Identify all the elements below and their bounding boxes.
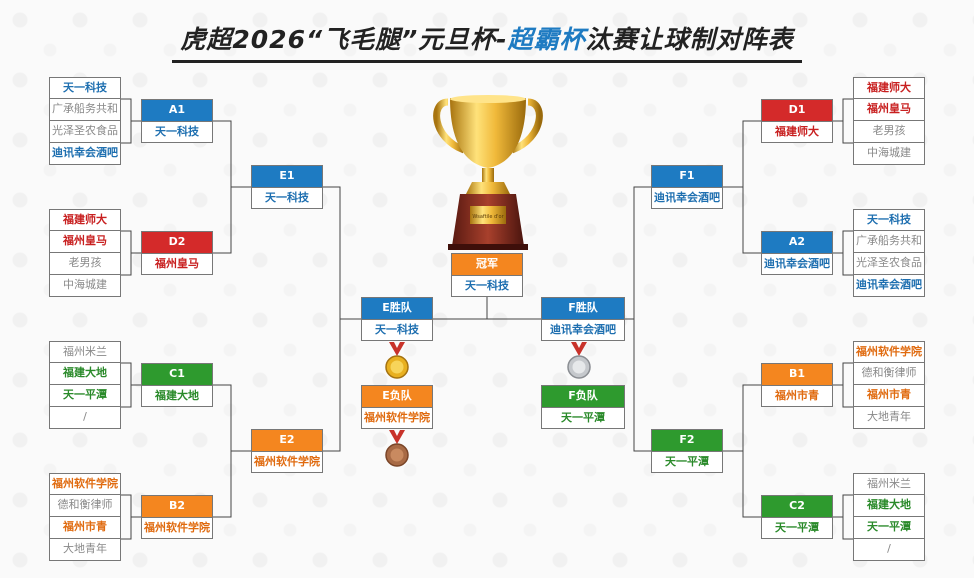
team-cell: 迪讯幸会酒吧 xyxy=(49,143,121,165)
trophy-icon: Wsaftile d'or xyxy=(433,95,543,250)
team-cell: 福州皇马 xyxy=(853,99,925,121)
team-cell: 天一平潭 xyxy=(853,517,925,539)
e-loser-label: E负队 xyxy=(361,385,433,407)
match-label-e1: E1 xyxy=(251,165,323,187)
e-winner-team: 天一科技 xyxy=(361,319,433,341)
match-label-e2: E2 xyxy=(251,429,323,451)
team-cell: 大地青年 xyxy=(49,539,121,561)
match-winner-b1: 福州市青 xyxy=(761,385,833,407)
match-winner-c2: 天一平潭 xyxy=(761,517,833,539)
match-label-b1: B1 xyxy=(761,363,833,385)
champion-team: 天一科技 xyxy=(451,275,523,297)
match-winner-a2: 迪讯幸会酒吧 xyxy=(761,253,833,275)
team-cell: 福建师大 xyxy=(49,209,121,231)
match-winner-a1: 天一科技 xyxy=(141,121,213,143)
team-cell: 天一科技 xyxy=(853,209,925,231)
match-winner-e1: 天一科技 xyxy=(251,187,323,209)
team-cell: 福建大地 xyxy=(853,495,925,517)
title-text-1: 虎超2026“飞毛腿”元旦杯- xyxy=(180,25,508,54)
team-cell: 德和衡律师 xyxy=(49,495,121,517)
bronze-medal-icon xyxy=(385,430,409,467)
match-winner-c1: 福建大地 xyxy=(141,385,213,407)
title-text-highlight: 超霸杯 xyxy=(507,25,586,54)
team-cell: 光泽圣农食品 xyxy=(853,253,925,275)
team-cell: 广承船务共和 xyxy=(853,231,925,253)
f-winner-label: F胜队 xyxy=(541,297,625,319)
team-cell: 中海城建 xyxy=(49,275,121,297)
f-loser-label: F负队 xyxy=(541,385,625,407)
match-label-d2: D2 xyxy=(141,231,213,253)
team-cell: 迪讯幸会酒吧 xyxy=(853,275,925,297)
team-cell: 福州米兰 xyxy=(853,473,925,495)
team-cell: 福建师大 xyxy=(853,77,925,99)
match-winner-e2: 福州软件学院 xyxy=(251,451,323,473)
team-cell: 福州米兰 xyxy=(49,341,121,363)
team-cell: 福建大地 xyxy=(49,363,121,385)
team-cell: 天一科技 xyxy=(49,77,121,99)
team-cell: 福州软件学院 xyxy=(49,473,121,495)
match-winner-f2: 天一平潭 xyxy=(651,451,723,473)
title-text-2: 汰赛让球制对阵表 xyxy=(585,25,794,54)
team-cell: 老男孩 xyxy=(49,253,121,275)
silver-medal-icon xyxy=(567,342,591,379)
team-cell: 福州软件学院 xyxy=(853,341,925,363)
match-label-f1: F1 xyxy=(651,165,723,187)
match-label-a1: A1 xyxy=(141,99,213,121)
match-winner-d2: 福州皇马 xyxy=(141,253,213,275)
team-cell: 广承船务共和 xyxy=(49,99,121,121)
match-label-a2: A2 xyxy=(761,231,833,253)
trophy-plate-text: Wsaftile d'or xyxy=(472,214,504,220)
match-winner-b2: 福州软件学院 xyxy=(141,517,213,539)
team-cell: 大地青年 xyxy=(853,407,925,429)
match-label-b2: B2 xyxy=(141,495,213,517)
match-label-d1: D1 xyxy=(761,99,833,121)
e-loser-team: 福州软件学院 xyxy=(361,407,433,429)
team-cell: 福州市青 xyxy=(853,385,925,407)
champion-label: 冠军 xyxy=(451,253,523,275)
match-label-c2: C2 xyxy=(761,495,833,517)
f-winner-team: 迪讯幸会酒吧 xyxy=(541,319,625,341)
match-label-c1: C1 xyxy=(141,363,213,385)
title-underline: 虎超2026“飞毛腿”元旦杯-超霸杯汰赛让球制对阵表 xyxy=(172,14,802,63)
match-winner-d1: 福建师大 xyxy=(761,121,833,143)
e-winner-label: E胜队 xyxy=(361,297,433,319)
page-title: 虎超2026“飞毛腿”元旦杯-超霸杯汰赛让球制对阵表 xyxy=(0,14,974,64)
team-cell: 福州皇马 xyxy=(49,231,121,253)
team-cell: / xyxy=(853,539,925,561)
match-winner-f1: 迪讯幸会酒吧 xyxy=(651,187,723,209)
team-cell: 德和衡律师 xyxy=(853,363,925,385)
team-cell: 老男孩 xyxy=(853,121,925,143)
gold-medal-icon xyxy=(385,342,409,379)
team-cell: 天一平潭 xyxy=(49,385,121,407)
match-label-f2: F2 xyxy=(651,429,723,451)
team-cell: 光泽圣农食品 xyxy=(49,121,121,143)
team-cell: / xyxy=(49,407,121,429)
f-loser-team: 天一平潭 xyxy=(541,407,625,429)
team-cell: 福州市青 xyxy=(49,517,121,539)
team-cell: 中海城建 xyxy=(853,143,925,165)
